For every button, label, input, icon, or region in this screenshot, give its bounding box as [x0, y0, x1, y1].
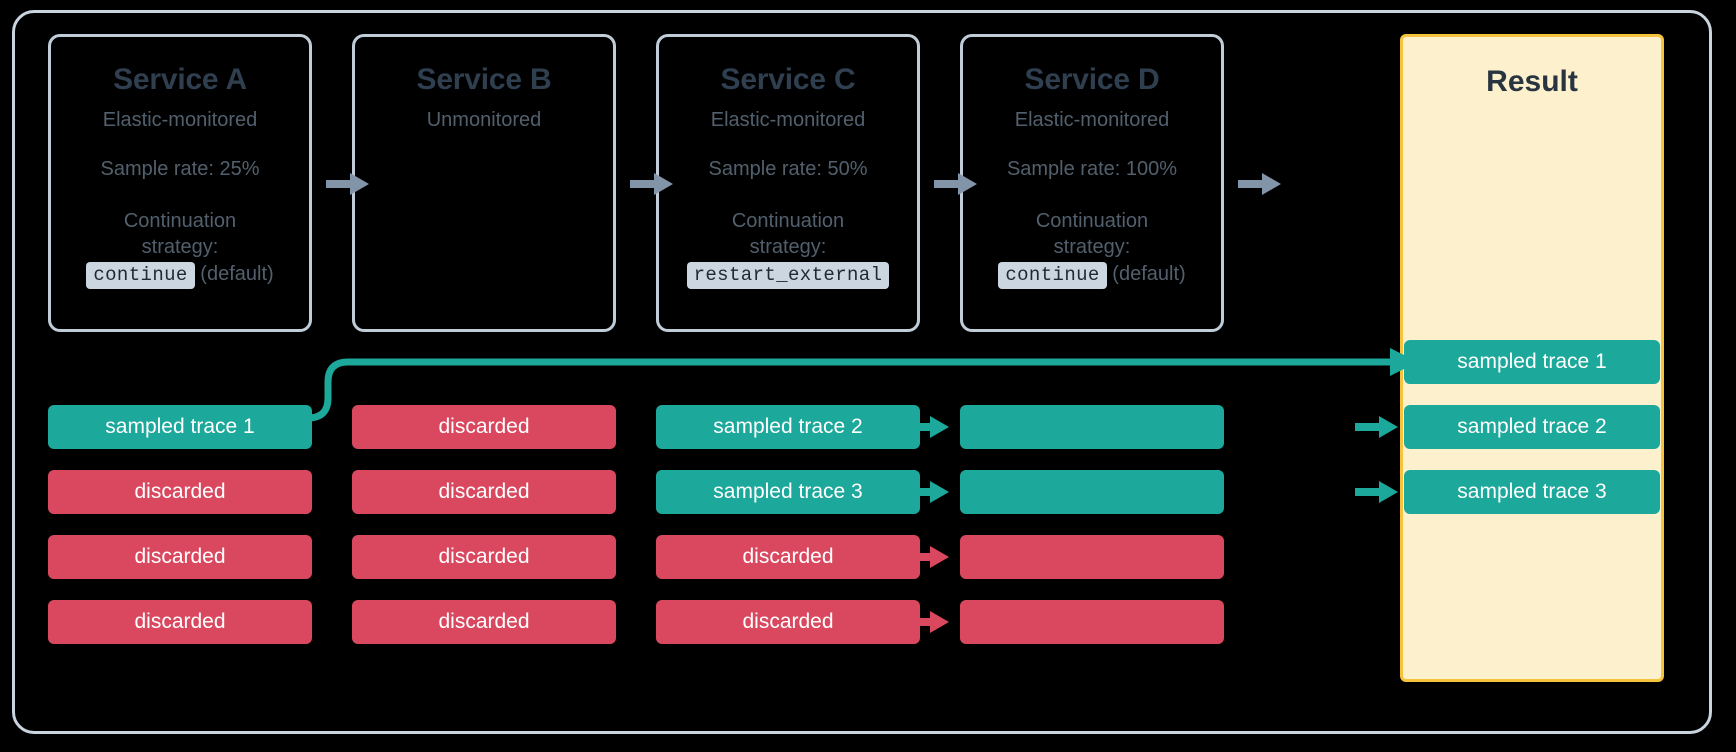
service-title: Service A — [113, 63, 247, 96]
arrow-right-icon-c3-to-d3 — [906, 546, 950, 568]
result-bar: sampled trace 1 — [1404, 340, 1660, 384]
trace-bar: discarded — [656, 600, 920, 644]
trace-bar: discarded — [352, 600, 616, 644]
trace-bar: discarded — [656, 535, 920, 579]
trace-bar: discarded — [352, 470, 616, 514]
service-title: Service D — [1024, 63, 1160, 96]
service-sample-rate: Sample rate: 25% — [100, 158, 260, 180]
service-card-b: Service B Unmonitored — [352, 34, 616, 332]
strategy-default-note: (default) — [1112, 262, 1186, 285]
arrow-right-icon-d1-to-result2 — [1355, 416, 1399, 438]
service-sample-rate: Sample rate: 100% — [1006, 158, 1178, 180]
strategy-label-line1: Continuation — [123, 210, 237, 232]
strategy-value-chip: continue — [86, 261, 195, 289]
service-title: Service C — [720, 63, 856, 96]
arrow-right-icon-c4-to-d4 — [906, 611, 950, 633]
arrow-right-icon-d-to-result — [1238, 172, 1282, 196]
arrow-right-icon-a-to-b — [326, 172, 370, 196]
arrow-right-icon-b-to-c — [630, 172, 674, 196]
strategy-label-line1: Continuation — [731, 210, 845, 232]
trace-bar: sampled trace 2 — [656, 405, 920, 449]
service-sample-rate: Sample rate: 50% — [708, 158, 868, 180]
trace-bar: sampled trace 3 — [656, 470, 920, 514]
service-monitoring: Elastic-monitored — [710, 109, 866, 131]
strategy-value-chip: restart_external — [686, 261, 890, 289]
trace-bar — [960, 600, 1224, 644]
trace-bar: discarded — [352, 405, 616, 449]
service-strategy-label: Continuation strategy: — [971, 208, 1213, 261]
trace-bar: sampled trace 1 — [48, 405, 312, 449]
strategy-value-chip: continue — [998, 261, 1107, 289]
arrow-right-icon-c1-to-d1 — [906, 416, 950, 438]
trace-bar: discarded — [48, 470, 312, 514]
arrow-right-icon-c-to-d — [934, 172, 978, 196]
strategy-label-line2: strategy: — [1053, 236, 1131, 259]
service-card-c: Service C Elastic-monitored Sample rate:… — [656, 34, 920, 332]
service-card-a: Service A Elastic-monitored Sample rate:… — [48, 34, 312, 332]
result-bar: sampled trace 2 — [1404, 405, 1660, 449]
result-bar: sampled trace 3 — [1404, 470, 1660, 514]
strategy-default-note: (default) — [200, 262, 274, 285]
service-strategy-label: Continuation strategy: — [59, 208, 301, 261]
strategy-value-row: continue (default) — [971, 261, 1213, 289]
result-title: Result — [1486, 65, 1578, 98]
service-monitoring: Elastic-monitored — [1014, 109, 1170, 131]
service-strategy-label: Continuation strategy: — [667, 208, 909, 261]
service-monitoring: Elastic-monitored — [102, 109, 258, 131]
trace-bar — [960, 405, 1224, 449]
strategy-value-row: restart_external — [667, 261, 909, 289]
trace-bar: discarded — [48, 600, 312, 644]
trace-bar: discarded — [352, 535, 616, 579]
service-title: Service B — [416, 63, 552, 96]
strategy-label-line2: strategy: — [749, 236, 827, 259]
arrow-right-icon-d2-to-result3 — [1355, 481, 1399, 503]
trace-bar — [960, 535, 1224, 579]
trace-bar: discarded — [48, 535, 312, 579]
outer-frame — [12, 10, 1712, 734]
trace-bar — [960, 470, 1224, 514]
strategy-value-row: continue (default) — [59, 261, 301, 289]
strategy-label-line1: Continuation — [1035, 210, 1149, 232]
strategy-label-line2: strategy: — [141, 236, 219, 259]
arrow-right-icon-c2-to-d2 — [906, 481, 950, 503]
service-monitoring: Unmonitored — [426, 109, 542, 131]
service-card-d: Service D Elastic-monitored Sample rate:… — [960, 34, 1224, 332]
